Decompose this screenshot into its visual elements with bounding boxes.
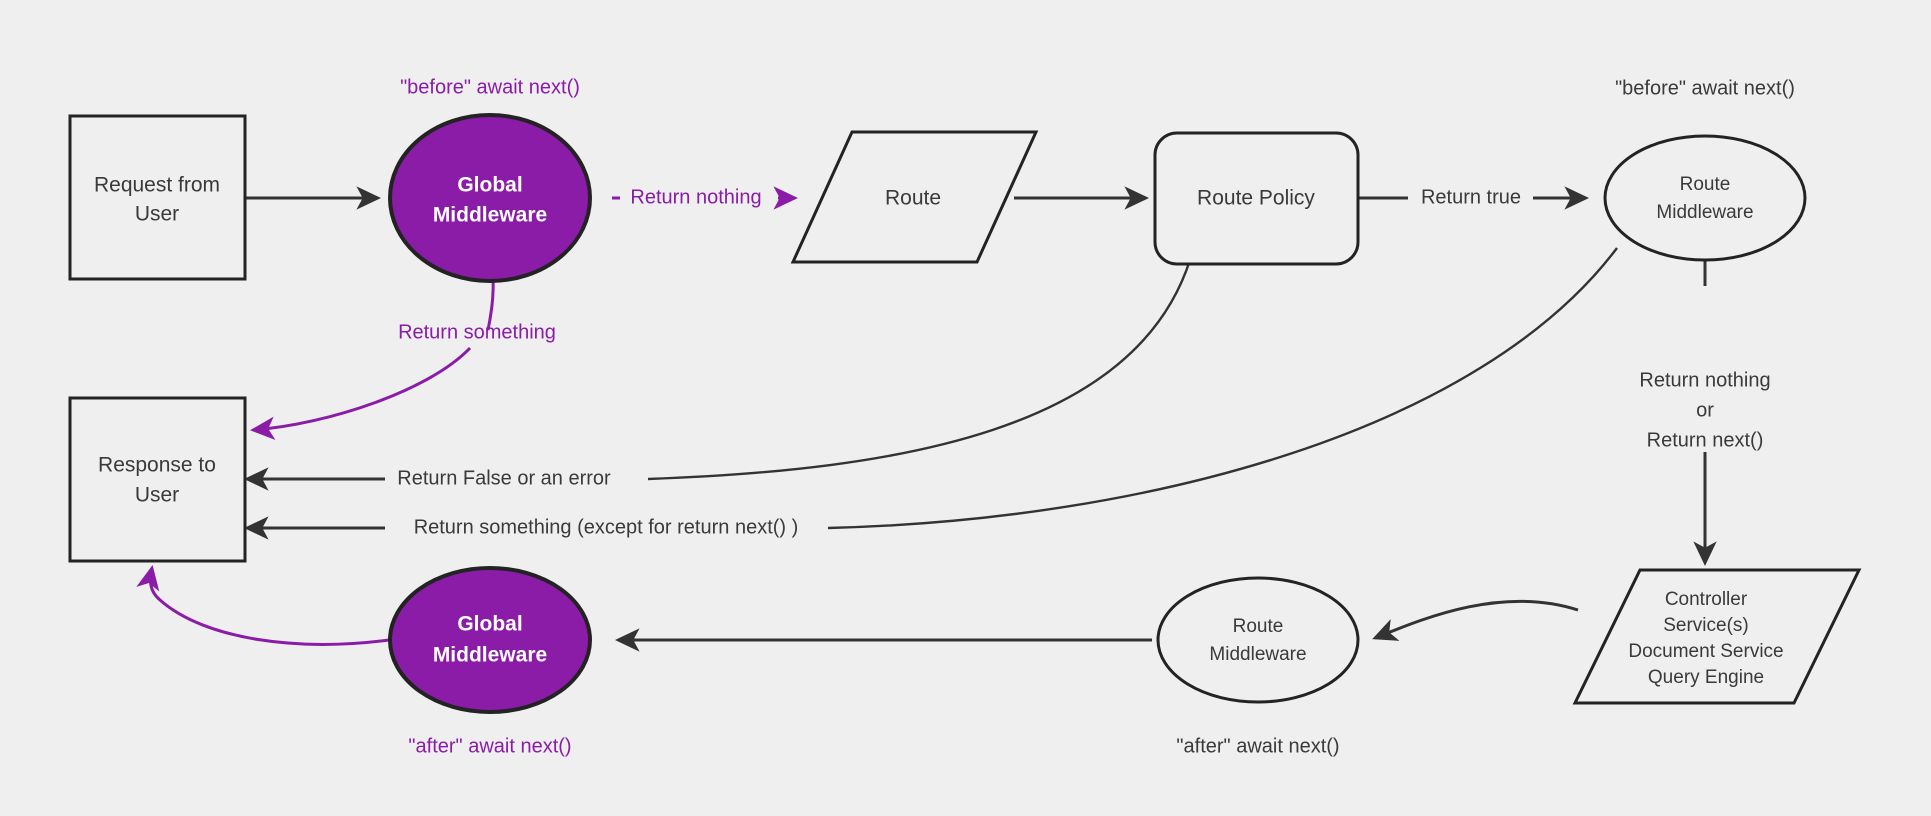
edge-label-return-nothing-or-next-line2: or [1696,399,1714,421]
node-global-middleware-after[interactable]: Global Middleware [388,566,592,714]
route-middleware-before-label-line2: Middleware [1656,202,1753,223]
controller-services-label-line3: Document Service [1628,641,1783,662]
controller-services-label-line4: Query Engine [1648,667,1764,688]
response-to-user-label-line2: User [135,484,179,507]
node-route-middleware-before[interactable]: Route Middleware [1603,134,1807,262]
request-from-user-label-line1: Request from [94,174,220,197]
global-middleware-after-label-line1: Global [457,613,522,636]
node-global-middleware-before[interactable]: Global Middleware [388,113,592,283]
edge-label-return-nothing-or-next-line3: Return next() [1647,429,1764,451]
route-middleware-after-shape [1156,576,1360,704]
route-policy-label: Route Policy [1197,187,1315,210]
edge-label-return-something-except: Return something (except for return next… [414,516,799,538]
edge-controller-to-route-middleware-after [1372,599,1579,641]
edge-label-return-something: Return something [398,321,556,343]
global-middleware-before-shape [388,113,592,283]
global-middleware-before-label-line1: Global [457,174,522,197]
route-label: Route [885,187,941,210]
node-route[interactable]: Route [790,130,1039,264]
edge-route-middleware-to-response-curve [827,247,1618,530]
node-route-policy[interactable]: Route Policy [1153,131,1360,266]
response-to-user-shape [68,396,247,563]
node-response-to-user[interactable]: Response to User [68,396,247,563]
edge-label-return-false-or-error: Return False or an error [397,467,611,489]
controller-services-label-line2: Service(s) [1663,615,1749,636]
route-middleware-after-label-line1: Route [1233,616,1284,637]
global-middleware-before-label-line2: Middleware [433,204,547,227]
response-to-user-label-line1: Response to [98,454,216,477]
note-before-await-next-route-middleware: "before" await next() [1615,77,1795,99]
edge-global-return-something-to-response [250,346,472,440]
edge-label-return-true: Return true [1421,186,1521,208]
route-middleware-after-label-line2: Middleware [1209,644,1306,665]
edge-label-return-nothing: Return nothing [630,186,761,208]
node-request-from-user[interactable]: Request from User [68,114,247,281]
route-middleware-before-shape [1603,134,1807,262]
global-middleware-after-shape [388,566,592,714]
controller-services-shape [1572,568,1862,705]
request-from-user-label-line2: User [135,203,179,226]
node-route-middleware-after[interactable]: Route Middleware [1156,576,1360,704]
request-from-user-shape [68,114,247,281]
controller-services-label-line1: Controller [1665,589,1748,610]
node-controller-services[interactable]: Controller Service(s) Document Service Q… [1572,568,1862,705]
global-middleware-after-label-line2: Middleware [433,644,547,667]
edge-global-middleware-after-to-response [136,565,390,646]
note-after-await-next-global: "after" await next() [408,735,571,757]
route-shape [790,130,1039,264]
note-before-await-next-global: "before" await next() [400,76,580,98]
edge-route-policy-to-response-curve [647,259,1192,481]
edge-label-return-nothing-or-next-line1: Return nothing [1639,369,1770,391]
route-middleware-before-label-line1: Route [1680,174,1731,195]
route-policy-shape [1153,131,1360,266]
note-after-await-next-route-middleware: "after" await next() [1176,735,1339,757]
